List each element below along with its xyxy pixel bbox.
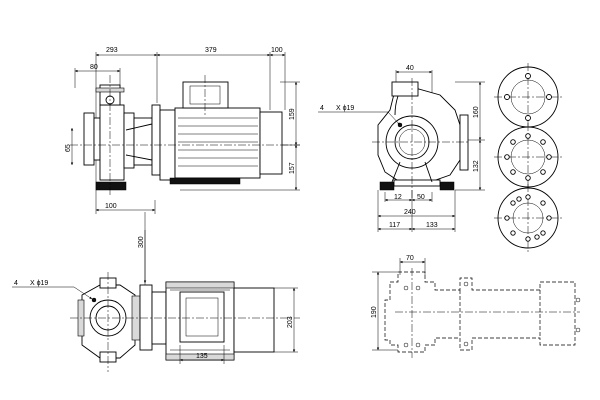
dimension-labels: 293 379 100 80 65 100 159 157 40 160 132… bbox=[14, 47, 480, 360]
dim-side-flange-dia: 65 bbox=[65, 144, 72, 152]
flange-8-hole bbox=[494, 123, 562, 191]
dim-front-top: 40 bbox=[406, 65, 414, 72]
dim-side-right-lower: 157 bbox=[289, 162, 296, 174]
dim-front-50: 50 bbox=[417, 194, 425, 201]
dim-side-top-mid: 379 bbox=[205, 47, 217, 54]
dim-side-bottom: 100 bbox=[105, 203, 117, 210]
dim-front-right-upper: 160 bbox=[473, 106, 480, 118]
base-view bbox=[372, 258, 581, 358]
dim-plan-vertical: 300 bbox=[138, 236, 145, 248]
flange-multi-hole bbox=[494, 184, 562, 252]
dim-plan-hole-dia: X ϕ19 bbox=[30, 280, 48, 287]
dim-front-right-lower: 132 bbox=[473, 160, 480, 172]
dim-side-top-left: 293 bbox=[106, 47, 118, 54]
plan-view bbox=[12, 212, 300, 372]
dim-front-240: 240 bbox=[404, 209, 416, 216]
dim-front-117: 117 bbox=[389, 222, 400, 229]
dim-plan-bottom: 135 bbox=[196, 353, 208, 360]
dim-side-right-upper: 159 bbox=[289, 108, 296, 120]
side-view bbox=[70, 52, 300, 214]
dim-base-top: 70 bbox=[406, 255, 414, 262]
dim-plan-holes: 4 bbox=[14, 280, 18, 287]
dim-base-left: 190 bbox=[371, 306, 378, 318]
dim-front-hole-dia: X ϕ19 bbox=[336, 105, 354, 112]
dim-front-12: 12 bbox=[394, 194, 402, 201]
front-view bbox=[318, 70, 485, 232]
dim-front-holes: 4 bbox=[320, 105, 324, 112]
flange-details bbox=[494, 63, 562, 252]
dim-side-flange-width: 80 bbox=[90, 64, 98, 71]
flange-4-hole bbox=[494, 63, 562, 131]
dim-front-133: 133 bbox=[426, 222, 438, 229]
dim-plan-height: 203 bbox=[287, 316, 294, 328]
dim-side-top-right: 100 bbox=[271, 47, 283, 54]
